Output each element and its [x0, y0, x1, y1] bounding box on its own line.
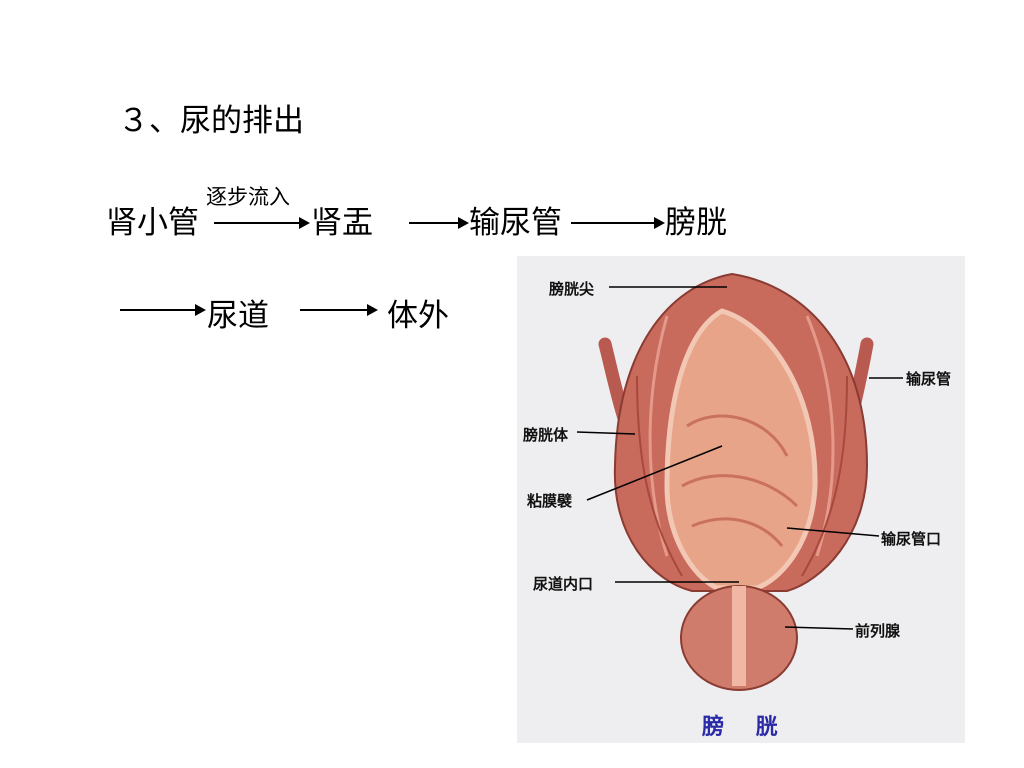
label-mucosa-folds: 粘膜襞	[527, 492, 573, 510]
flow-arrow-3	[571, 217, 665, 229]
label-ureter: 输尿管	[906, 370, 952, 388]
label-ureteric-orifice: 输尿管口	[881, 530, 942, 548]
flow-step-urethra: 尿道	[207, 298, 269, 334]
flow-arrow-2	[409, 217, 469, 229]
flow-step-renal-tubule: 肾小管	[106, 205, 199, 241]
label-apex: 膀胱尖	[549, 280, 595, 298]
flow-step-ureter: 输尿管	[469, 205, 562, 241]
slide-title: ３、尿的排出	[118, 103, 304, 139]
bladder-illustration	[576, 272, 903, 691]
bladder-figure: 膀胱尖 输尿管 膀胱体 粘膜襞 输尿管口 尿道内口 前列腺 膀 胱	[517, 256, 965, 743]
label-bladder-body: 膀胱体	[523, 426, 569, 444]
flow-arrow-5	[300, 304, 378, 316]
flow-arrow-label: 逐步流入	[206, 185, 290, 209]
figure-caption: 膀 胱	[702, 714, 790, 740]
label-internal-urethral-orifice: 尿道内口	[533, 575, 594, 593]
label-prostate: 前列腺	[855, 622, 901, 640]
flow-step-outside: 体外	[387, 298, 449, 334]
flow-arrow-1	[214, 217, 310, 229]
flow-arrow-4	[120, 304, 206, 316]
flow-step-bladder: 膀胱	[665, 205, 727, 241]
flow-step-renal-pelvis: 肾盂	[311, 205, 373, 241]
